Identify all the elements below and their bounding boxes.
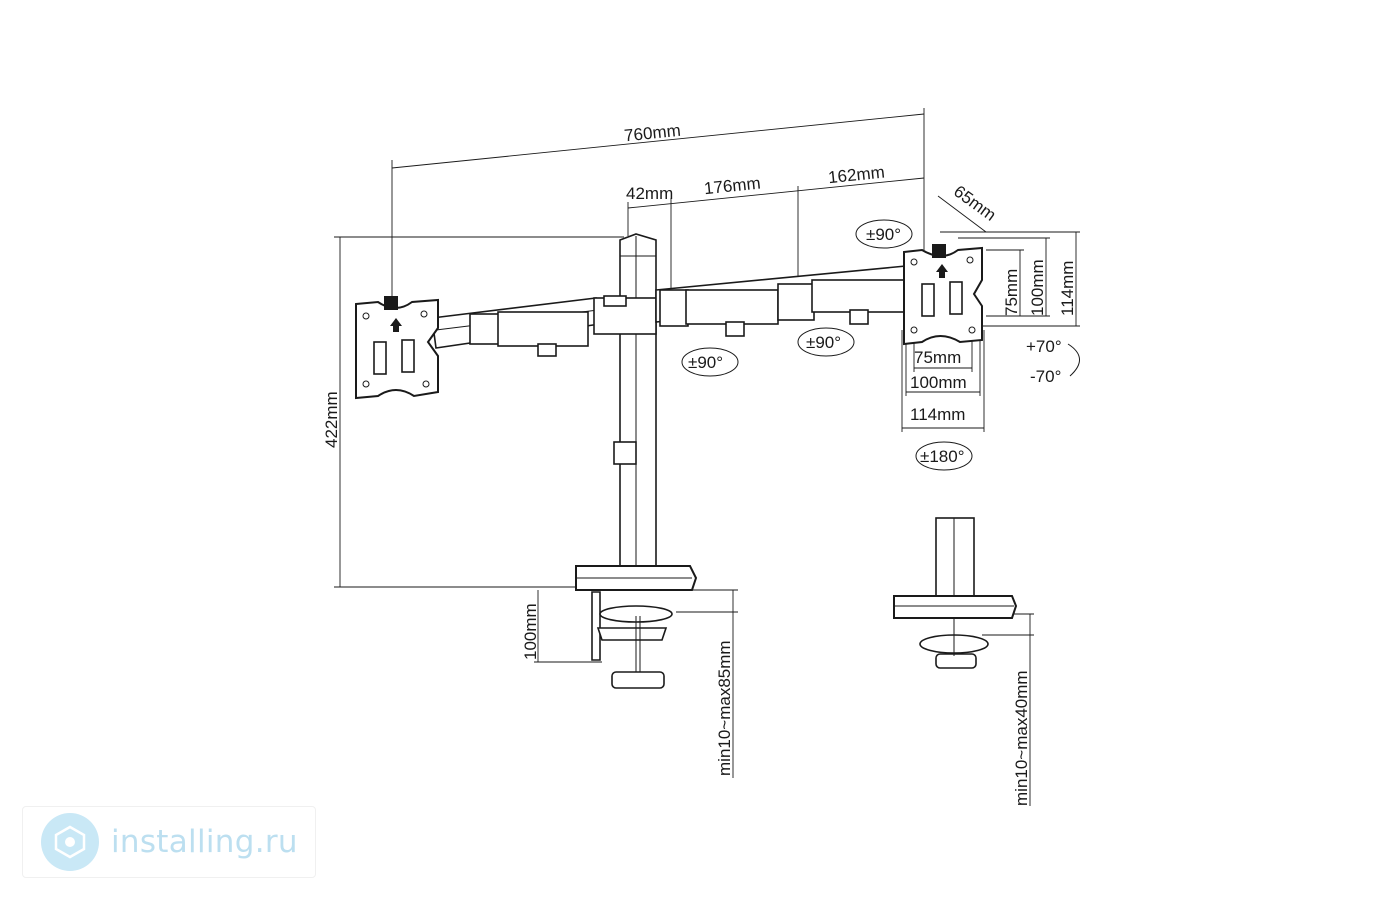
dimension-lines [334, 108, 1080, 806]
rotation-arrows [681, 219, 1080, 471]
label-vesa-v-114: 114mm [1058, 261, 1077, 316]
label-tilt-down: -70° [1030, 367, 1061, 386]
left-arm [431, 295, 657, 357]
label-162: 162mm [827, 163, 885, 188]
pole [613, 233, 657, 579]
desk-clamp [575, 565, 698, 689]
label-clamp-range: min10~max85mm [715, 640, 734, 776]
watermark: installing.ru [22, 806, 316, 878]
label-42: 42mm [626, 184, 673, 203]
label-vesa-v-75: 75mm [1002, 269, 1021, 316]
label-422: 422mm [322, 391, 341, 448]
grommet-base [893, 517, 1018, 669]
watermark-logo-icon [41, 813, 99, 871]
label-clamp-100: 100mm [521, 603, 540, 660]
label-swivel-arm-left: ±90° [688, 353, 723, 372]
right-arm [655, 265, 907, 337]
rotation-labels: ±90° ±90° ±90° +70° -70° ±180° [688, 225, 1062, 466]
label-vesa-h-114: 114mm [910, 405, 965, 424]
watermark-text: installing.ru [111, 824, 298, 860]
label-760: 760mm [623, 121, 681, 146]
label-grommet-range: min10~max40mm [1012, 670, 1031, 806]
left-vesa-plate [355, 296, 439, 400]
label-vesa-v-100: 100mm [1028, 259, 1047, 316]
label-swivel-head: ±90° [866, 225, 901, 244]
right-vesa-plate [903, 244, 983, 346]
label-tilt-up: +70° [1026, 337, 1062, 356]
label-rotate: ±180° [920, 447, 965, 466]
label-65: 65mm [950, 182, 999, 225]
label-vesa-h-100: 100mm [910, 373, 967, 392]
label-176: 176mm [703, 174, 761, 199]
label-vesa-h-75: 75mm [914, 348, 961, 367]
label-swivel-arm-right: ±90° [806, 333, 841, 352]
